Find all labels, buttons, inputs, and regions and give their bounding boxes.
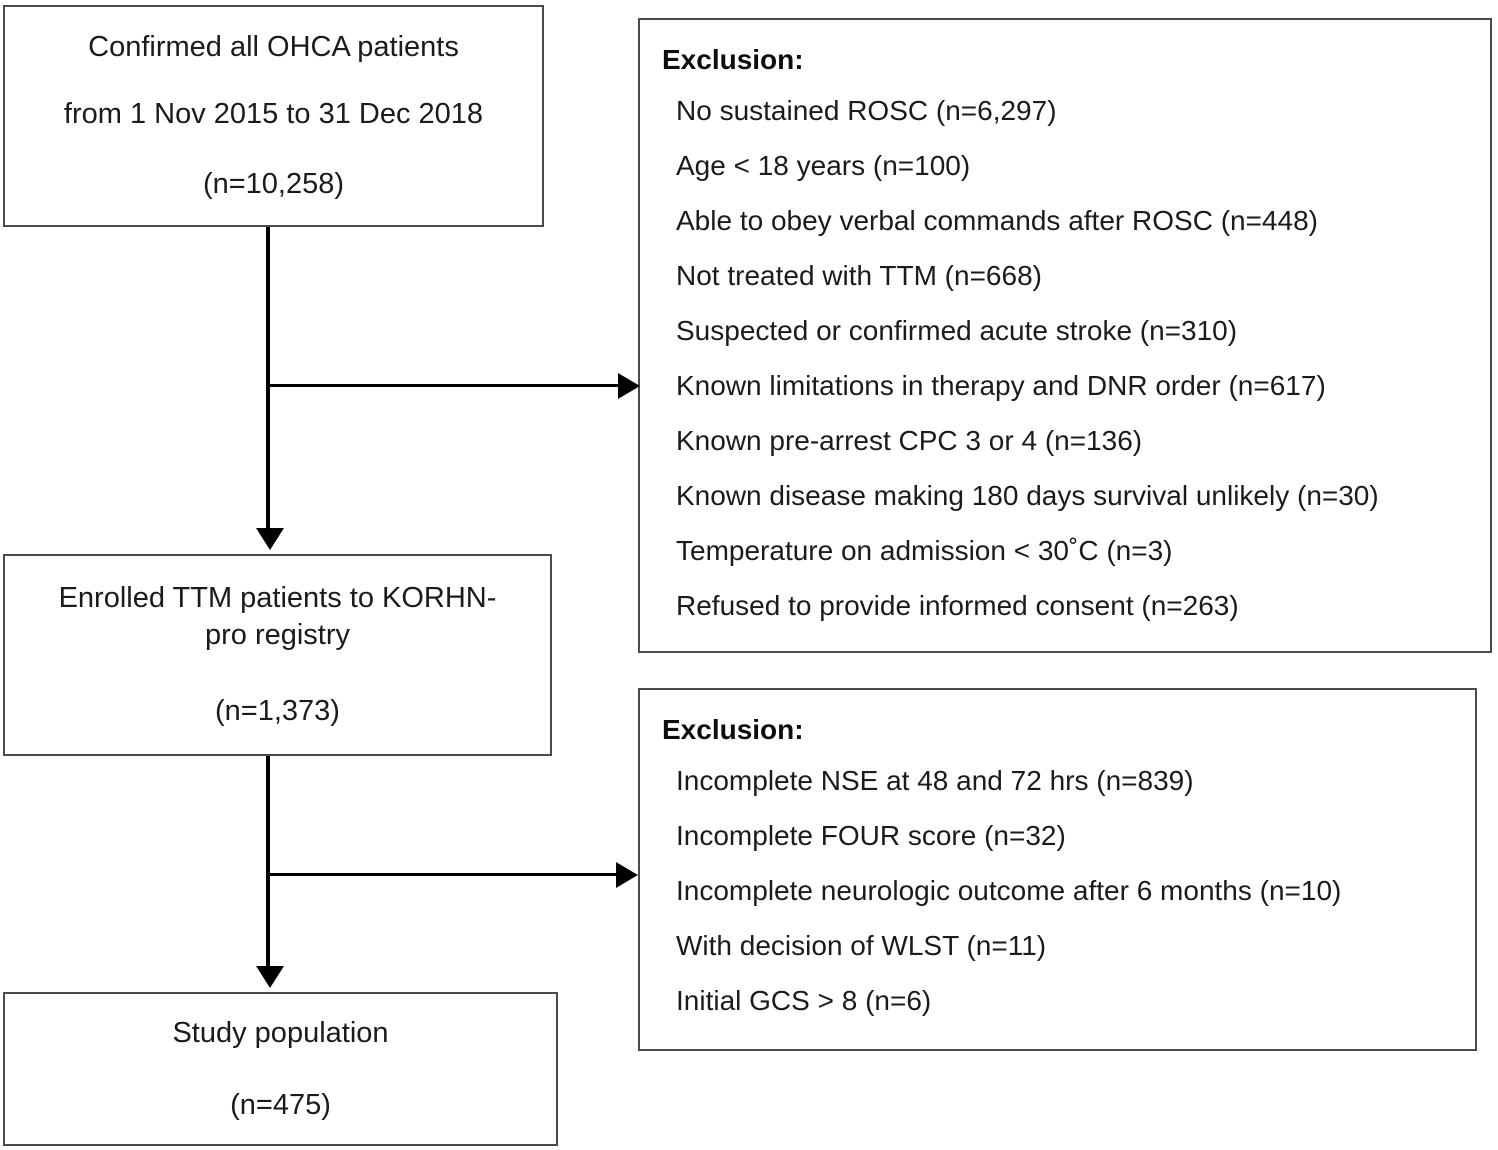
exclusion-item: No sustained ROSC (n=6,297)	[676, 95, 1057, 126]
arrowhead-down-icon	[256, 528, 284, 550]
arrowhead-down-icon	[256, 966, 284, 988]
exclusion-box-2: Exclusion: Incomplete NSE at 48 and 72 h…	[638, 688, 1477, 1051]
arrowhead-right-icon	[618, 373, 640, 399]
exclusion-item: Temperature on admission < 30˚C (n=3)	[676, 535, 1173, 566]
exclusion-item: Able to obey verbal commands after ROSC …	[676, 205, 1318, 236]
exclusion-box-2-list: Incomplete NSE at 48 and 72 hrs (n=839) …	[662, 767, 1475, 1015]
node-registry-text: Enrolled TTM patients to KORHN- pro regi…	[59, 583, 497, 650]
connector-to-exclusion-1	[266, 384, 622, 387]
exclusion-box-1: Exclusion: No sustained ROSC (n=6,297) A…	[638, 18, 1492, 653]
exclusion-item: Not treated with TTM (n=668)	[676, 260, 1042, 291]
exclusion-item: Incomplete FOUR score (n=32)	[676, 820, 1066, 851]
connector-to-exclusion-2	[266, 873, 620, 876]
node-study-population-count: (n=475)	[230, 1089, 331, 1121]
exclusion-item: Known limitations in therapy and DNR ord…	[676, 370, 1326, 401]
node-source-cohort-count: (n=10,258)	[202, 168, 345, 201]
node-registry-count: (n=1,373)	[215, 695, 340, 728]
node-source-cohort-line2: from 1 Nov 2015 to 31 Dec 2018	[63, 97, 484, 130]
connector-source-to-registry	[266, 227, 270, 532]
exclusion-box-1-list: No sustained ROSC (n=6,297) Age < 18 yea…	[662, 97, 1490, 620]
node-source-cohort-line1: Confirmed all OHCA patients	[88, 31, 459, 64]
exclusion-item: Suspected or confirmed acute stroke (n=3…	[676, 315, 1238, 346]
exclusion-item: Known pre-arrest CPC 3 or 4 (n=136)	[676, 425, 1143, 456]
connector-registry-to-study-population	[266, 756, 270, 968]
exclusion-box-1-title: Exclusion:	[662, 44, 804, 75]
exclusion-item: Age < 18 years (n=100)	[676, 150, 971, 181]
node-registry-line2: pro registry	[204, 618, 351, 651]
exclusion-item: Refused to provide informed consent (n=2…	[676, 590, 1239, 621]
exclusion-item: Incomplete NSE at 48 and 72 hrs (n=839)	[676, 765, 1194, 796]
arrowhead-right-icon	[616, 862, 638, 888]
exclusion-item: With decision of WLST (n=11)	[676, 930, 1047, 961]
exclusion-item: Initial GCS > 8 (n=6)	[676, 985, 932, 1016]
node-registry-line1: Enrolled TTM patients to KORHN-	[58, 582, 497, 615]
node-source-cohort: Confirmed all OHCA patients from 1 Nov 2…	[3, 5, 544, 227]
node-registry: Enrolled TTM patients to KORHN- pro regi…	[3, 554, 552, 756]
node-study-population: Study population (n=475)	[3, 992, 558, 1146]
exclusion-item: Incomplete neurologic outcome after 6 mo…	[676, 875, 1342, 906]
node-study-population-line1: Study population	[172, 1016, 389, 1049]
exclusion-box-2-title: Exclusion:	[662, 714, 804, 745]
exclusion-item: Known disease making 180 days survival u…	[676, 480, 1379, 511]
